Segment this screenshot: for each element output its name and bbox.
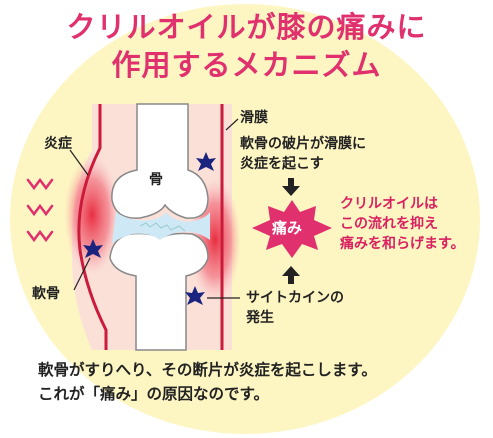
cytokine-star <box>185 286 205 305</box>
femur <box>111 103 209 219</box>
cytokine-text-1: サイトカインの <box>246 290 344 306</box>
label-pointers <box>69 118 240 299</box>
title-line-1: クリルオイルが膝の痛みに <box>66 10 427 44</box>
krill-text-2: この流れを抑え <box>340 216 438 232</box>
fragment-text-2: 炎症を起こす <box>240 156 324 172</box>
pain-label: 痛み <box>272 219 303 237</box>
synovium-left <box>77 104 108 350</box>
cytokine-star <box>196 152 216 171</box>
cytokine-star <box>83 239 103 258</box>
krill-text-3: 痛みを和らげます。 <box>340 236 465 252</box>
synovium-label: 滑膜 <box>240 110 268 126</box>
cartilage-label: 軟骨 <box>32 286 60 302</box>
down-arrow <box>282 178 300 196</box>
title-line-2: 作用するメカニズム <box>111 48 382 82</box>
inflammation-label: 炎症 <box>44 136 72 152</box>
caption: 軟骨がすりへり、その断片が炎症を起こします。 これが「痛み」の原因なのです。 <box>38 358 478 406</box>
caption-line-2: これが「痛み」の原因なのです。 <box>38 385 269 403</box>
bone-label: 骨 <box>149 172 163 188</box>
krill-text-1: クリルオイルは <box>340 196 438 212</box>
up-arrow <box>282 266 300 284</box>
caption-line-1: 軟骨がすりへり、その断片が炎症を起こします。 <box>38 361 377 379</box>
fragment-text-1: 軟骨の破片が滑膜に <box>240 136 366 152</box>
pain-burst <box>252 200 332 258</box>
cytokine-stars <box>83 152 216 305</box>
pain-zigzags <box>26 177 54 243</box>
cytokine-text-2: 発生 <box>246 310 274 326</box>
cartilage-fragments <box>139 222 186 232</box>
